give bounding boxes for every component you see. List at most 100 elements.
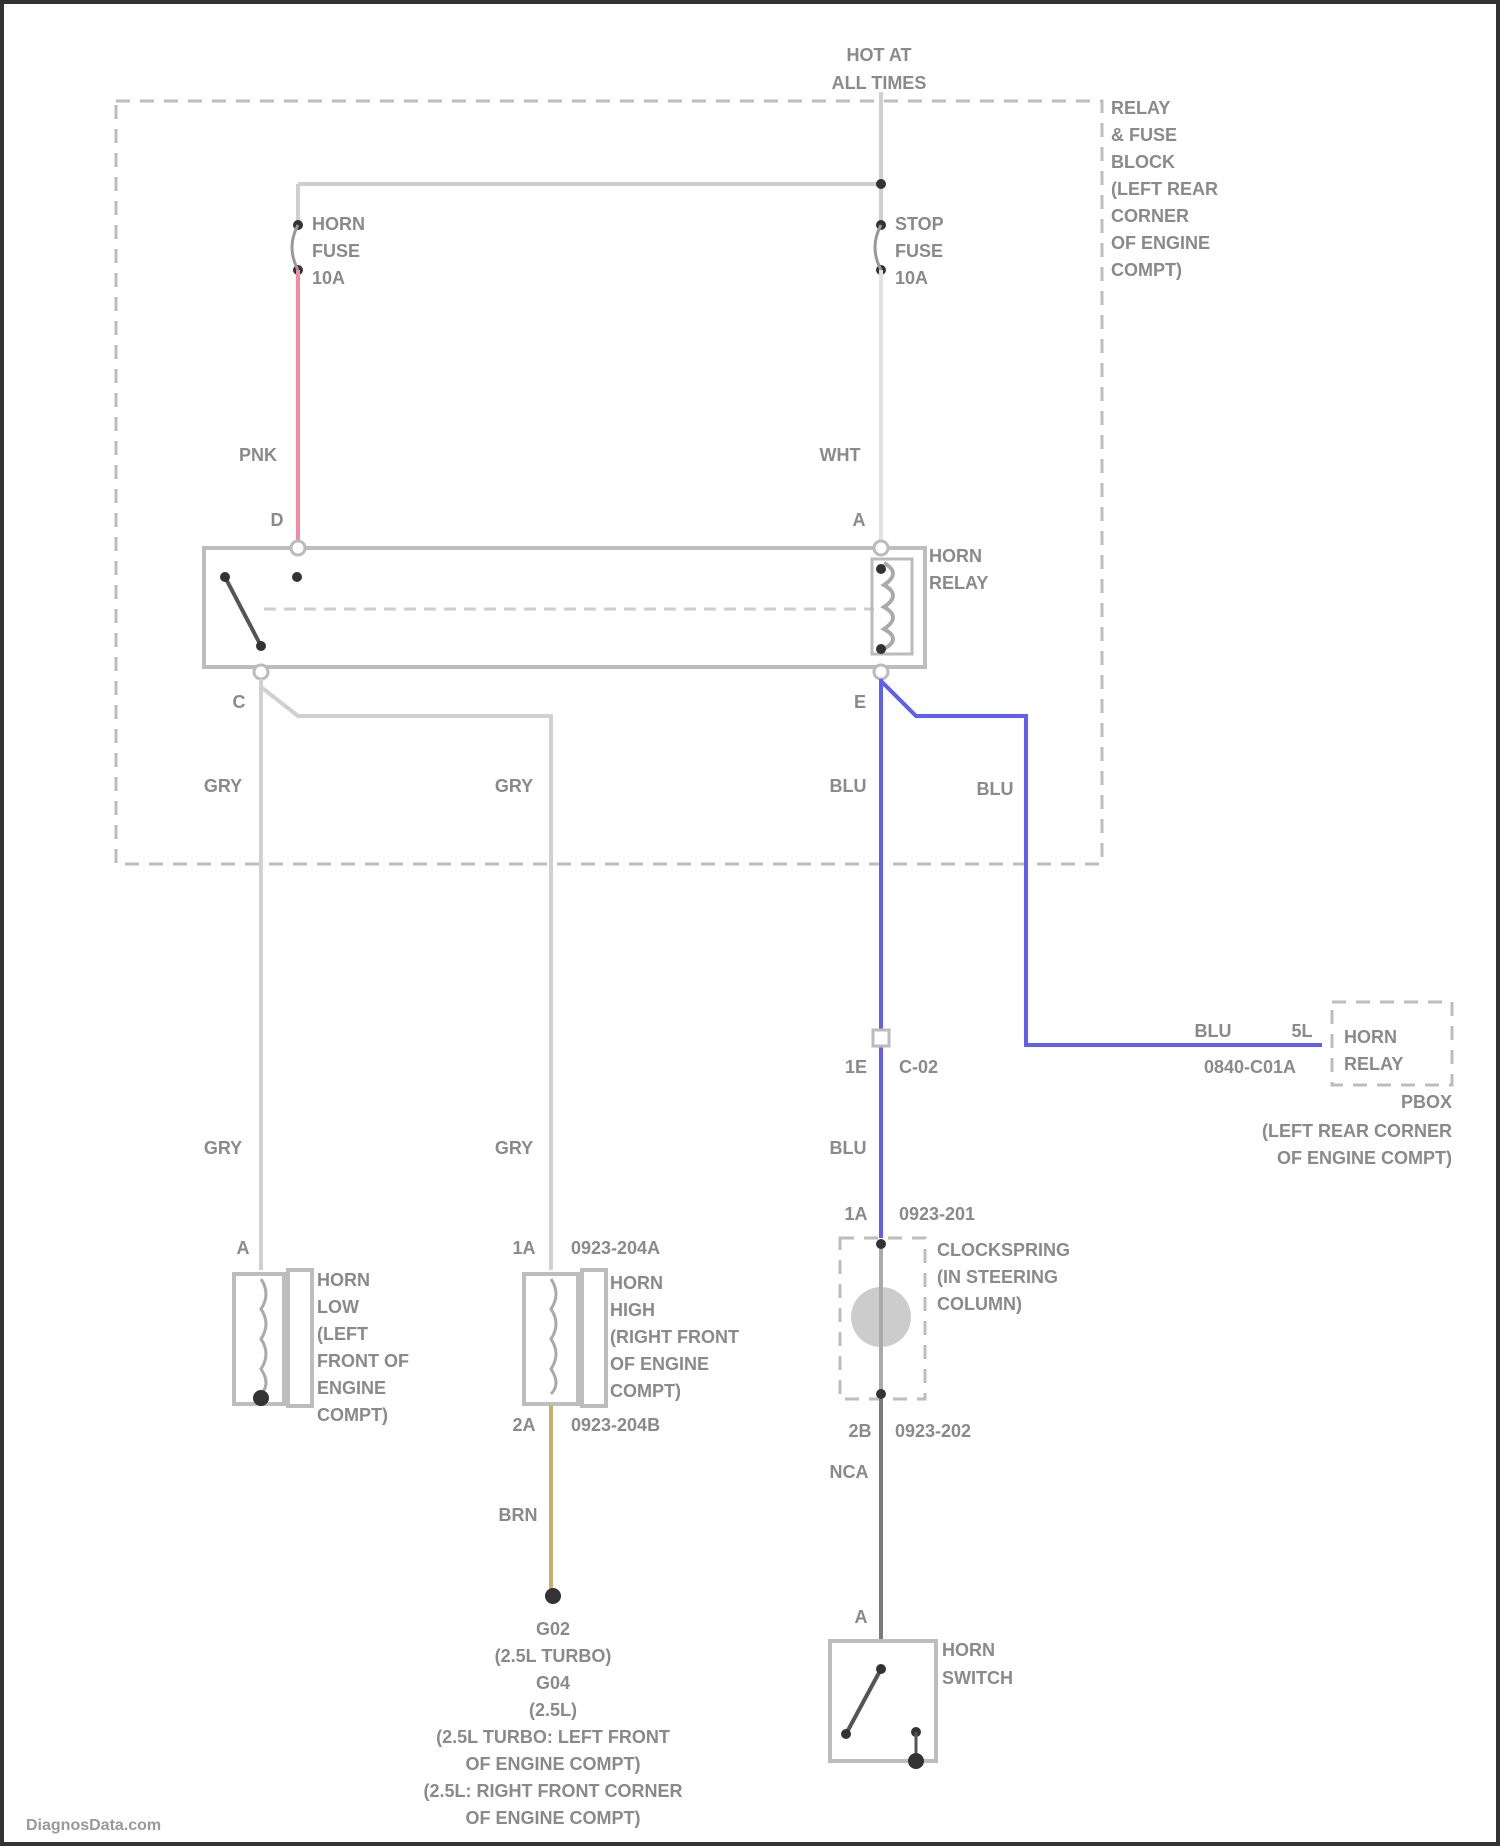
horn-low-label: HORN LOW (LEFT FRONT OF ENGINE COMPT)	[317, 1270, 409, 1425]
label-line: COMPT)	[317, 1405, 388, 1425]
label-line: PBOX	[1401, 1092, 1452, 1112]
gry-label: GRY	[495, 776, 533, 796]
horn-low-icon	[234, 1270, 312, 1406]
clockspring-icon	[840, 1238, 925, 1399]
label-line: OF ENGINE COMPT)	[1277, 1148, 1452, 1168]
wht-label: WHT	[820, 445, 861, 465]
connector-horn-high-top: 0923-204A	[571, 1238, 660, 1258]
pin-2b: 2B	[848, 1421, 871, 1441]
watermark: DiagnosData.com	[26, 1817, 161, 1834]
label-line: HORN	[1344, 1027, 1397, 1047]
label-line: LOW	[317, 1297, 359, 1317]
horn-switch-icon	[830, 1641, 936, 1769]
connector-clock-bottom: 0923-202	[895, 1421, 971, 1441]
all-times-text: ALL TIMES	[832, 73, 927, 93]
label-line: CORNER	[1111, 206, 1189, 226]
label-line: CLOCKSPRING	[937, 1240, 1070, 1260]
connector-horn-high-bottom: 0923-204B	[571, 1415, 660, 1435]
pin-1a: 1A	[844, 1204, 867, 1224]
horn-circuit-schematic: HOT AT ALL TIMES RELAY & FUSE BLOCK (LEF…	[4, 4, 1500, 1846]
horn-fuse-icon	[292, 220, 303, 275]
label-line: (2.5L TURBO)	[495, 1646, 612, 1666]
pin-c: C	[233, 692, 246, 712]
label-line: COMPT)	[610, 1381, 681, 1401]
label-line: FUSE	[312, 241, 360, 261]
gry-wire-horn-high	[261, 687, 551, 1270]
label-line: ENGINE	[317, 1378, 386, 1398]
horn-switch-label: HORN SWITCH	[942, 1640, 1013, 1688]
pin-a: A	[853, 510, 866, 530]
blu-label: BLU	[830, 776, 867, 796]
ground-icon	[545, 1588, 561, 1604]
label-line: SWITCH	[942, 1668, 1013, 1688]
horn-fuse-label: HORN FUSE 10A	[312, 214, 365, 288]
label-line: HORN	[942, 1640, 995, 1660]
relay-fuse-block-outline	[116, 101, 1102, 864]
label-line: (2.5L TURBO: LEFT FRONT	[436, 1727, 670, 1747]
label-line: (2.5L)	[529, 1700, 577, 1720]
horn-high-label: HORN HIGH (RIGHT FRONT OF ENGINE COMPT)	[610, 1273, 739, 1401]
connector-remote: 0840-C01A	[1204, 1057, 1296, 1077]
relay-fuse-block-label: RELAY & FUSE BLOCK (LEFT REAR CORNER OF …	[1111, 98, 1218, 280]
horn-relay-label: HORN RELAY	[929, 546, 988, 593]
stop-fuse-label: STOP FUSE 10A	[895, 214, 944, 288]
gry-label: GRY	[204, 1138, 242, 1158]
label-line: (LEFT	[317, 1324, 368, 1344]
label-line: RELAY	[1111, 98, 1170, 118]
stop-fuse-icon	[875, 220, 886, 275]
label-line: (LEFT REAR CORNER	[1262, 1121, 1452, 1141]
pin-2a: 2A	[512, 1415, 535, 1435]
blu-label: BLU	[977, 779, 1014, 799]
hot-at-text: HOT AT	[847, 45, 912, 65]
label-line: HORN	[929, 546, 982, 566]
connector-c02: C-02	[899, 1057, 938, 1077]
pin-1e: 1E	[845, 1057, 867, 1077]
label-line: (LEFT REAR	[1111, 179, 1218, 199]
label-line: HORN	[312, 214, 365, 234]
label-line: COMPT)	[1111, 260, 1182, 280]
blu-label: BLU	[1195, 1021, 1232, 1041]
label-line: COLUMN)	[937, 1294, 1022, 1314]
pin-remote: 5L	[1291, 1021, 1312, 1041]
label-line: STOP	[895, 214, 944, 234]
label-line: & FUSE	[1111, 125, 1177, 145]
label-line: 10A	[312, 268, 345, 288]
label-line: (RIGHT FRONT	[610, 1327, 739, 1347]
pin-labels: D A C E 1E 5L 1A A 1A 2A 2B A	[233, 510, 1313, 1627]
label-line: OF ENGINE COMPT)	[466, 1808, 641, 1828]
label-line: OF ENGINE	[610, 1354, 709, 1374]
label-line: FRONT OF	[317, 1351, 409, 1371]
label-line: G02	[536, 1619, 570, 1639]
label-line: G04	[536, 1673, 570, 1693]
horn-high-icon	[524, 1270, 606, 1406]
pin-1a: 1A	[512, 1238, 535, 1258]
gry-label: GRY	[495, 1138, 533, 1158]
power-feed	[298, 92, 886, 225]
label-line: (IN STEERING	[937, 1267, 1058, 1287]
power-label: HOT AT ALL TIMES	[832, 45, 927, 93]
pin-d: D	[271, 510, 284, 530]
brn-label: BRN	[499, 1505, 538, 1525]
label-line: BLOCK	[1111, 152, 1175, 172]
pnk-label: PNK	[239, 445, 277, 465]
gry-label: GRY	[204, 776, 242, 796]
label-line: RELAY	[1344, 1054, 1403, 1074]
clockspring-label: CLOCKSPRING (IN STEERING COLUMN)	[937, 1240, 1070, 1314]
remote-relay-label: HORN RELAY PBOX (LEFT REAR CORNER OF ENG…	[1262, 1027, 1452, 1168]
label-line: HIGH	[610, 1300, 655, 1320]
label-line: HORN	[317, 1270, 370, 1290]
blu-label: BLU	[830, 1138, 867, 1158]
label-line: OF ENGINE COMPT)	[466, 1754, 641, 1774]
label-line: RELAY	[929, 573, 988, 593]
c02-connector-icon	[873, 1030, 889, 1046]
ground-label: G02 (2.5L TURBO) G04 (2.5L) (2.5L TURBO:…	[424, 1619, 683, 1828]
label-line: HORN	[610, 1273, 663, 1293]
label-line: FUSE	[895, 241, 943, 261]
label-line: 10A	[895, 268, 928, 288]
label-line: (2.5L: RIGHT FRONT CORNER	[424, 1781, 683, 1801]
horn-relay-icon	[204, 541, 925, 679]
pin-e: E	[854, 692, 866, 712]
connector-clock-top: 0923-201	[899, 1204, 975, 1224]
pin-a: A	[237, 1238, 250, 1258]
